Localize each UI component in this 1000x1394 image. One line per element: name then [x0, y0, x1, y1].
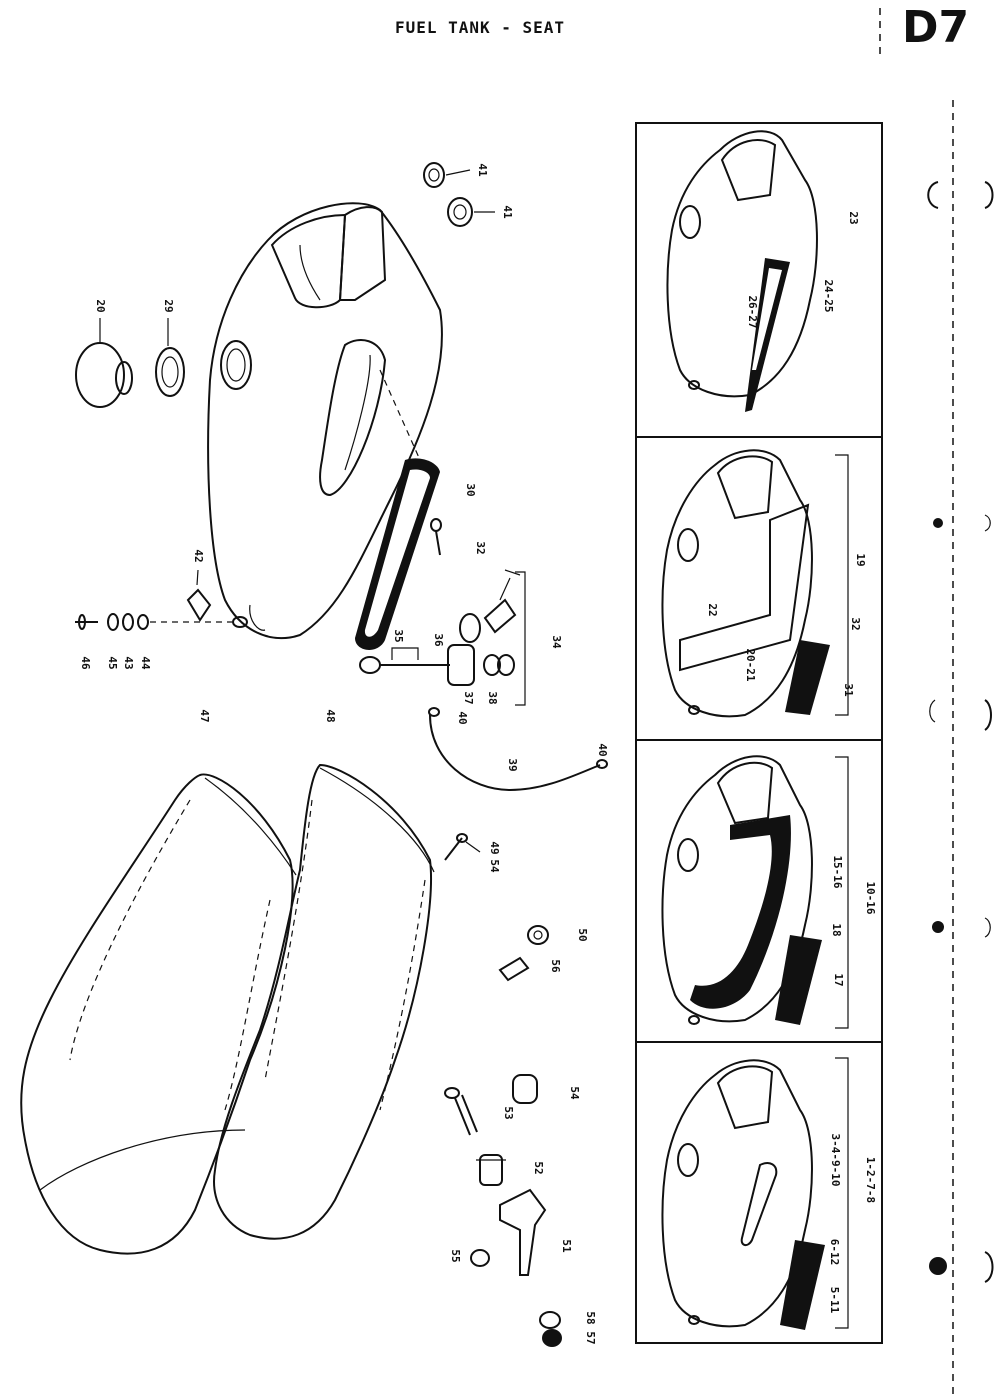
- part-number-label: 54: [568, 1086, 581, 1100]
- part-number-label: 41: [476, 163, 489, 177]
- part-number-label: 1-2-7-8: [864, 1157, 877, 1203]
- section-code: D7: [902, 2, 970, 53]
- part-number-label: 36: [432, 633, 445, 647]
- hinge-nut: [470, 1249, 490, 1267]
- seat-hinge: [499, 1188, 547, 1276]
- part-number-label: 50: [576, 928, 589, 941]
- page-title: FUEL TANK - SEAT: [394, 18, 566, 37]
- variant-panel-3-tank: [661, 755, 822, 1025]
- rubber-ring-bottom: [447, 197, 473, 227]
- part-number-label: 30: [464, 483, 477, 496]
- part-number-label: 56: [549, 959, 562, 973]
- part-number-label: 35: [392, 629, 405, 642]
- seat-pin: [444, 833, 481, 861]
- part-number-label: 57: [584, 1331, 597, 1344]
- seat-bolt-52: [476, 1154, 506, 1186]
- part-number-label: 51: [560, 1239, 573, 1253]
- part-number-label: 18: [830, 923, 843, 936]
- part-number-label: 19: [854, 553, 867, 566]
- part-number-label: 32: [474, 541, 487, 554]
- part-number-label: 40: [456, 711, 469, 724]
- tank-emblem: [355, 458, 440, 650]
- seat-collar: [512, 1074, 538, 1104]
- part-number-label: 22: [706, 603, 719, 616]
- part-number-label: 37: [462, 691, 475, 704]
- part-number-label: 47: [198, 709, 211, 722]
- seat-clip: [498, 956, 530, 982]
- part-number-label: 53: [502, 1106, 515, 1119]
- part-number-label: 3-4-9-10: [829, 1134, 842, 1187]
- part-number-label: 42: [192, 549, 205, 562]
- part-number-label: 52: [532, 1161, 545, 1174]
- part-number-label: 6-12: [828, 1239, 841, 1266]
- part-number-label: 15-16: [831, 855, 844, 888]
- cap-gasket: [155, 347, 185, 397]
- variant-panel-1-tank: [666, 130, 818, 412]
- part-number-label: 24-25: [822, 279, 835, 312]
- part-number-label: 29: [162, 299, 175, 312]
- tank-clip: [186, 569, 212, 622]
- filler-cap: [75, 342, 133, 408]
- variant-panel-4-tank: [661, 1059, 825, 1330]
- part-number-label: 58: [584, 1311, 597, 1324]
- seat-47: [20, 773, 297, 1255]
- fuel-tank: [207, 202, 443, 640]
- variant-panel-2-tank: [661, 449, 830, 718]
- seat-cap: [527, 925, 549, 945]
- part-number-label: 23: [847, 211, 860, 224]
- seat-48: [213, 763, 435, 1240]
- hinge-nut-57: [542, 1329, 562, 1347]
- seat-bolt: [444, 1087, 478, 1136]
- part-number-label: 17: [832, 973, 845, 986]
- fuel-hose: [428, 707, 608, 792]
- part-number-label: 38: [486, 691, 499, 704]
- part-number-label: 45: [106, 656, 119, 669]
- part-number-label: 34: [550, 635, 563, 649]
- binder-holes: [927, 181, 994, 1283]
- screw: [430, 518, 442, 556]
- part-number-label: 31: [842, 683, 855, 697]
- part-number-label: 20-21: [744, 648, 757, 681]
- part-number-label: 32: [849, 617, 862, 630]
- part-number-label: 20: [94, 299, 107, 312]
- part-number-label: 48: [324, 709, 337, 722]
- part-number-label: 10-16: [864, 881, 877, 914]
- part-number-label: 46: [79, 656, 92, 670]
- fuel-cock: [359, 569, 521, 686]
- part-number-label: 44: [139, 656, 152, 670]
- part-number-label: 26-27: [746, 295, 759, 328]
- part-number-label: 43: [122, 656, 135, 669]
- part-number-label: 5-11: [828, 1287, 841, 1314]
- part-number-label: 49: [488, 841, 501, 854]
- part-number-label: 55: [449, 1249, 462, 1262]
- part-number-label: 40: [596, 743, 609, 756]
- mounting-hardware: [75, 613, 232, 631]
- variant-panels-frame: [635, 122, 883, 1344]
- rubber-ring-top: [423, 162, 445, 188]
- part-number-label: 39: [506, 758, 519, 771]
- part-number-label: 41: [501, 205, 514, 219]
- part-number-label: 54: [488, 859, 501, 873]
- hinge-washer: [539, 1311, 561, 1329]
